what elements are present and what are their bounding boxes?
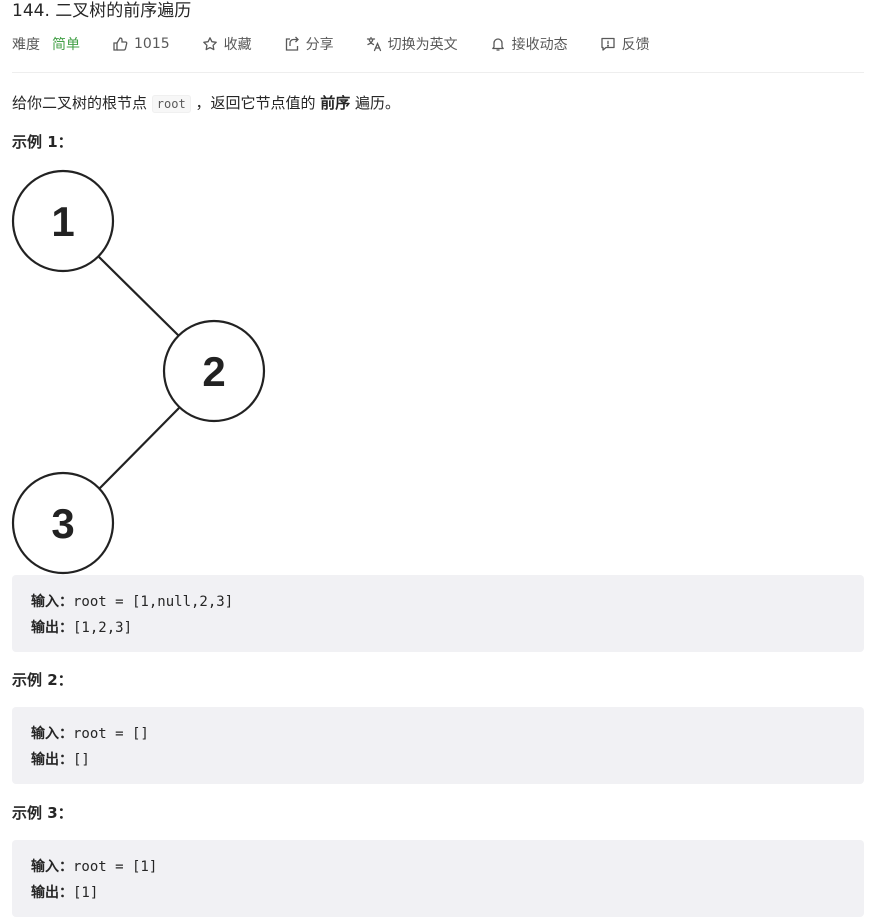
subscribe-label: 接收动态 — [511, 37, 568, 53]
bell-icon — [491, 38, 504, 51]
subscribe-button[interactable]: 接收动态 — [490, 34, 568, 54]
example-2-input: root = [] — [73, 726, 149, 742]
share-icon — [285, 36, 299, 51]
tree-node-1-label: 1 — [51, 198, 74, 245]
star-icon — [202, 37, 217, 51]
example-2-output-row: 输出：[] — [31, 747, 845, 773]
example-1-title: 示例 1： — [12, 133, 73, 151]
example-1-input-row: 输入：root = [1,null,2,3] — [31, 589, 845, 615]
description-suffix: 遍历。 — [350, 94, 401, 112]
translate-label: 切换为英文 — [387, 37, 458, 53]
favorite-label: 收藏 — [223, 37, 252, 53]
example-1-tree-diagram: 1 2 3 — [11, 169, 266, 575]
input-label: 输入： — [31, 859, 73, 875]
feedback-button[interactable]: 反馈 — [600, 34, 650, 54]
example-3-output-row: 输出：[1] — [31, 880, 845, 906]
translate-icon — [366, 36, 381, 52]
example-2-output: [] — [73, 752, 90, 768]
tree-node-1 — [11, 169, 115, 273]
inline-code-root: root — [151, 95, 191, 113]
example-1-output-row: 输出：[1,2,3] — [31, 615, 845, 641]
tree-node-3-label: 3 — [51, 500, 74, 547]
example-3-title: 示例 3： — [12, 804, 73, 822]
output-label: 输出： — [31, 620, 73, 636]
input-label: 输入： — [31, 594, 73, 610]
example-3-input: root = [1] — [73, 859, 158, 875]
feedback-icon — [600, 37, 615, 51]
like-count: 1015 — [134, 36, 170, 52]
tree-node-2 — [162, 319, 266, 423]
description-emphasis: 前序 — [320, 94, 351, 112]
translate-button[interactable]: 切换为英文 — [366, 34, 458, 54]
like-button[interactable]: 1015 — [112, 36, 170, 52]
output-label: 输出： — [31, 752, 73, 768]
feedback-label: 反馈 — [621, 37, 650, 53]
difficulty-badge: 简单 — [52, 37, 80, 53]
share-label: 分享 — [305, 37, 334, 53]
problem-title: 144. 二叉树的前序遍历 — [12, 1, 192, 21]
tree-node-3 — [11, 471, 115, 575]
example-1-input: root = [1,null,2,3] — [73, 594, 234, 610]
problem-meta-bar: 难度 简单 1015 收藏 分享 切换为英文 接收动 — [12, 33, 682, 55]
header-divider — [12, 72, 864, 73]
tree-edge-2-3 — [98, 407, 180, 490]
example-1-code-block: 输入：root = [1,null,2,3] 输出：[1,2,3] — [12, 575, 864, 652]
example-2-input-row: 输入：root = [] — [31, 721, 845, 747]
favorite-button[interactable]: 收藏 — [202, 34, 252, 54]
example-1-output: [1,2,3] — [73, 620, 133, 636]
example-3-output: [1] — [73, 885, 99, 901]
output-label: 输出： — [31, 885, 73, 901]
difficulty-label: 难度 — [12, 37, 40, 53]
thumbs-up-icon — [113, 37, 128, 51]
description-middle: ，返回它节点值的 — [190, 94, 321, 112]
tree-node-2-label: 2 — [202, 348, 225, 395]
example-3-code-block: 输入：root = [1] 输出：[1] — [12, 840, 864, 917]
problem-description: 给你二叉树的根节点 root ，返回它节点值的 前序 遍历。 — [12, 92, 400, 115]
example-3-input-row: 输入：root = [1] — [31, 854, 845, 880]
share-button[interactable]: 分享 — [284, 34, 334, 54]
example-2-code-block: 输入：root = [] 输出：[] — [12, 707, 864, 784]
example-2-title: 示例 2： — [12, 671, 73, 689]
input-label: 输入： — [31, 726, 73, 742]
tree-edge-1-2 — [98, 256, 181, 338]
description-prefix: 给你二叉树的根节点 — [12, 94, 152, 112]
